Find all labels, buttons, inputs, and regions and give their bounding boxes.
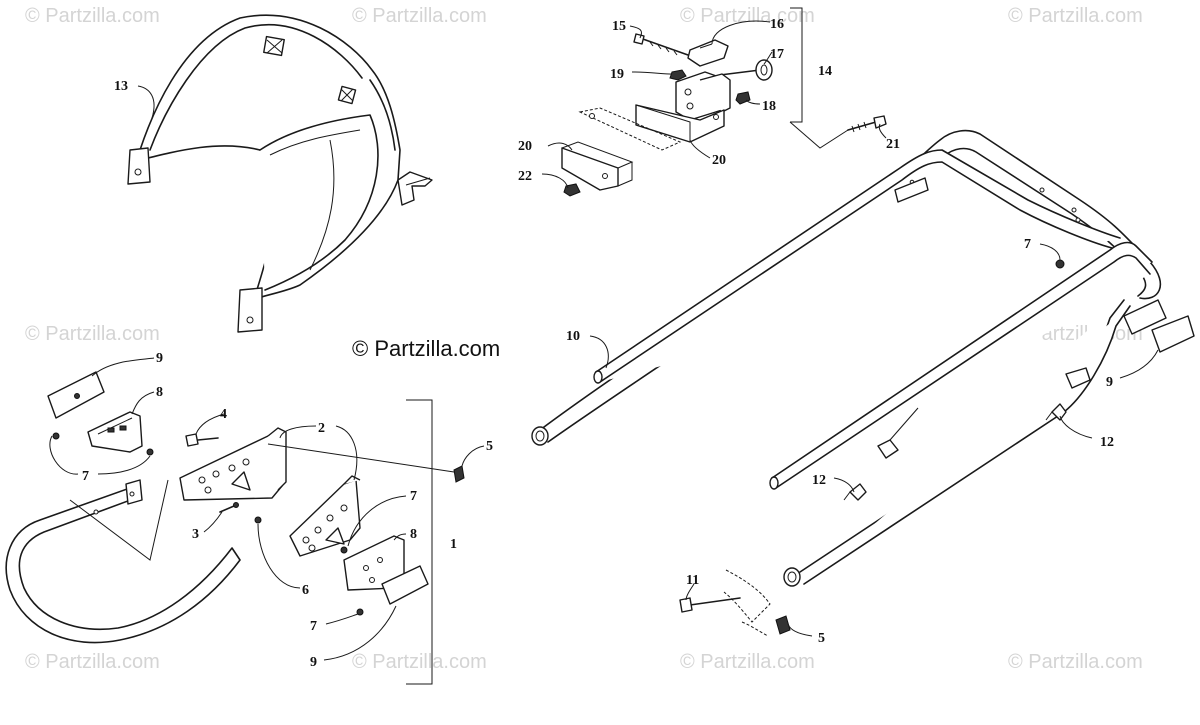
callout-8-top: 8 — [156, 385, 163, 400]
callout-14: 14 — [818, 64, 832, 79]
callout-2: 2 — [318, 421, 325, 436]
watermark: © Partzilla.com — [680, 5, 815, 27]
leader-lines — [49, 20, 1159, 661]
callout-20-right: 20 — [712, 153, 726, 168]
callout-12-right: 12 — [1100, 435, 1114, 450]
callout-5-top: 5 — [486, 439, 493, 454]
callout-22: 22 — [518, 169, 532, 184]
brand-label: © Partzilla.com — [352, 336, 500, 361]
watermarks: © Partzilla.com © Partzilla.com © Partzi… — [25, 5, 1143, 673]
handle-rail-part-10 — [531, 129, 1195, 637]
watermark: © Partzilla.com — [352, 5, 487, 27]
callout-4: 4 — [220, 407, 227, 422]
callout-7-lower: 7 — [310, 619, 317, 634]
callout-9-right: 9 — [1106, 375, 1113, 390]
callout-1: 1 — [450, 537, 457, 552]
callout-7-top-left: 7 — [82, 469, 89, 484]
callout-11: 11 — [686, 573, 699, 588]
callouts: 13 15 16 17 14 19 18 21 20 20 22 10 7 9 … — [82, 17, 1114, 670]
watermark: © Partzilla.com — [25, 5, 160, 27]
callout-8-lower: 8 — [410, 527, 417, 542]
callout-12-left: 12 — [812, 473, 826, 488]
callout-16: 16 — [770, 17, 784, 32]
callout-9-lower: 9 — [310, 655, 317, 670]
callout-21: 21 — [886, 137, 900, 152]
callout-7-right: 7 — [1024, 237, 1031, 252]
callout-7-mid: 7 — [410, 489, 417, 504]
bumper-assembly-part-1 — [5, 371, 465, 685]
watermark: © Partzilla.com — [1008, 651, 1143, 673]
callout-15: 15 — [612, 19, 626, 34]
callout-17: 17 — [770, 47, 784, 62]
callout-3: 3 — [192, 527, 199, 542]
callout-10: 10 — [566, 329, 580, 344]
watermark: © Partzilla.com — [680, 651, 815, 673]
watermark: © Partzilla.com — [1008, 5, 1143, 27]
callout-19: 19 — [610, 67, 624, 82]
callout-20-left: 20 — [518, 139, 532, 154]
watermark: © Partzilla.com — [25, 651, 160, 673]
callout-6: 6 — [302, 583, 309, 598]
callout-13: 13 — [114, 79, 128, 94]
watermark: © Partzilla.com — [25, 323, 160, 345]
watermark: © Partzilla.com — [352, 651, 487, 673]
callout-5-bottom: 5 — [818, 631, 825, 646]
shroud-part-13 — [127, 14, 433, 333]
mount-assembly-part-14 — [561, 7, 887, 197]
callout-18: 18 — [762, 99, 776, 114]
callout-9-top-left: 9 — [156, 351, 163, 366]
